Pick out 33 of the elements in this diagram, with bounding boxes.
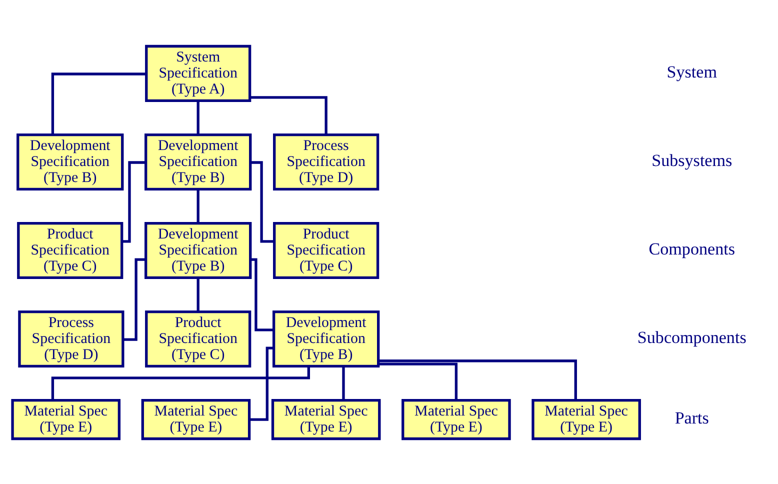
connector <box>196 189 200 223</box>
node-box: Development Specification (Type B) <box>16 132 124 190</box>
node-box: Material Spec (Type E) <box>141 398 251 440</box>
node-box: System Specification (Type A) <box>145 44 252 102</box>
connector <box>196 278 200 312</box>
node-box: Process Specification (Type D) <box>18 310 124 368</box>
node-box: Development Specification (Type B) <box>144 221 252 279</box>
connector <box>51 72 146 134</box>
connector <box>250 160 274 242</box>
label: Components <box>648 239 735 258</box>
node-box: Development Specification (Type B) <box>144 132 252 190</box>
label: System <box>666 62 717 82</box>
connector <box>122 160 146 242</box>
connector <box>378 359 577 400</box>
connector <box>122 258 146 340</box>
label: Parts <box>674 408 709 428</box>
node-box: Material Spec (Type E) <box>402 398 511 440</box>
node-box: Material Spec (Type E) <box>532 398 641 440</box>
node-box: Product Specification (Type C) <box>145 310 252 368</box>
connector <box>250 96 328 134</box>
connector <box>378 362 458 400</box>
connector <box>196 100 200 134</box>
connector <box>342 366 345 400</box>
node-box: Material Spec (Type E) <box>271 398 381 440</box>
label: Subsystems <box>652 150 732 170</box>
node-box: Product Specification (Type C) <box>273 221 380 279</box>
connector <box>250 258 274 331</box>
node-box: Material Spec (Type E) <box>11 398 121 440</box>
connector <box>51 366 310 400</box>
node-box: Product Specification (Type C) <box>17 221 124 279</box>
node-box: Development Specification (Type B) <box>272 310 380 368</box>
node-box: Process Specification (Type D) <box>273 132 380 190</box>
label: Subcomponents <box>637 328 746 347</box>
